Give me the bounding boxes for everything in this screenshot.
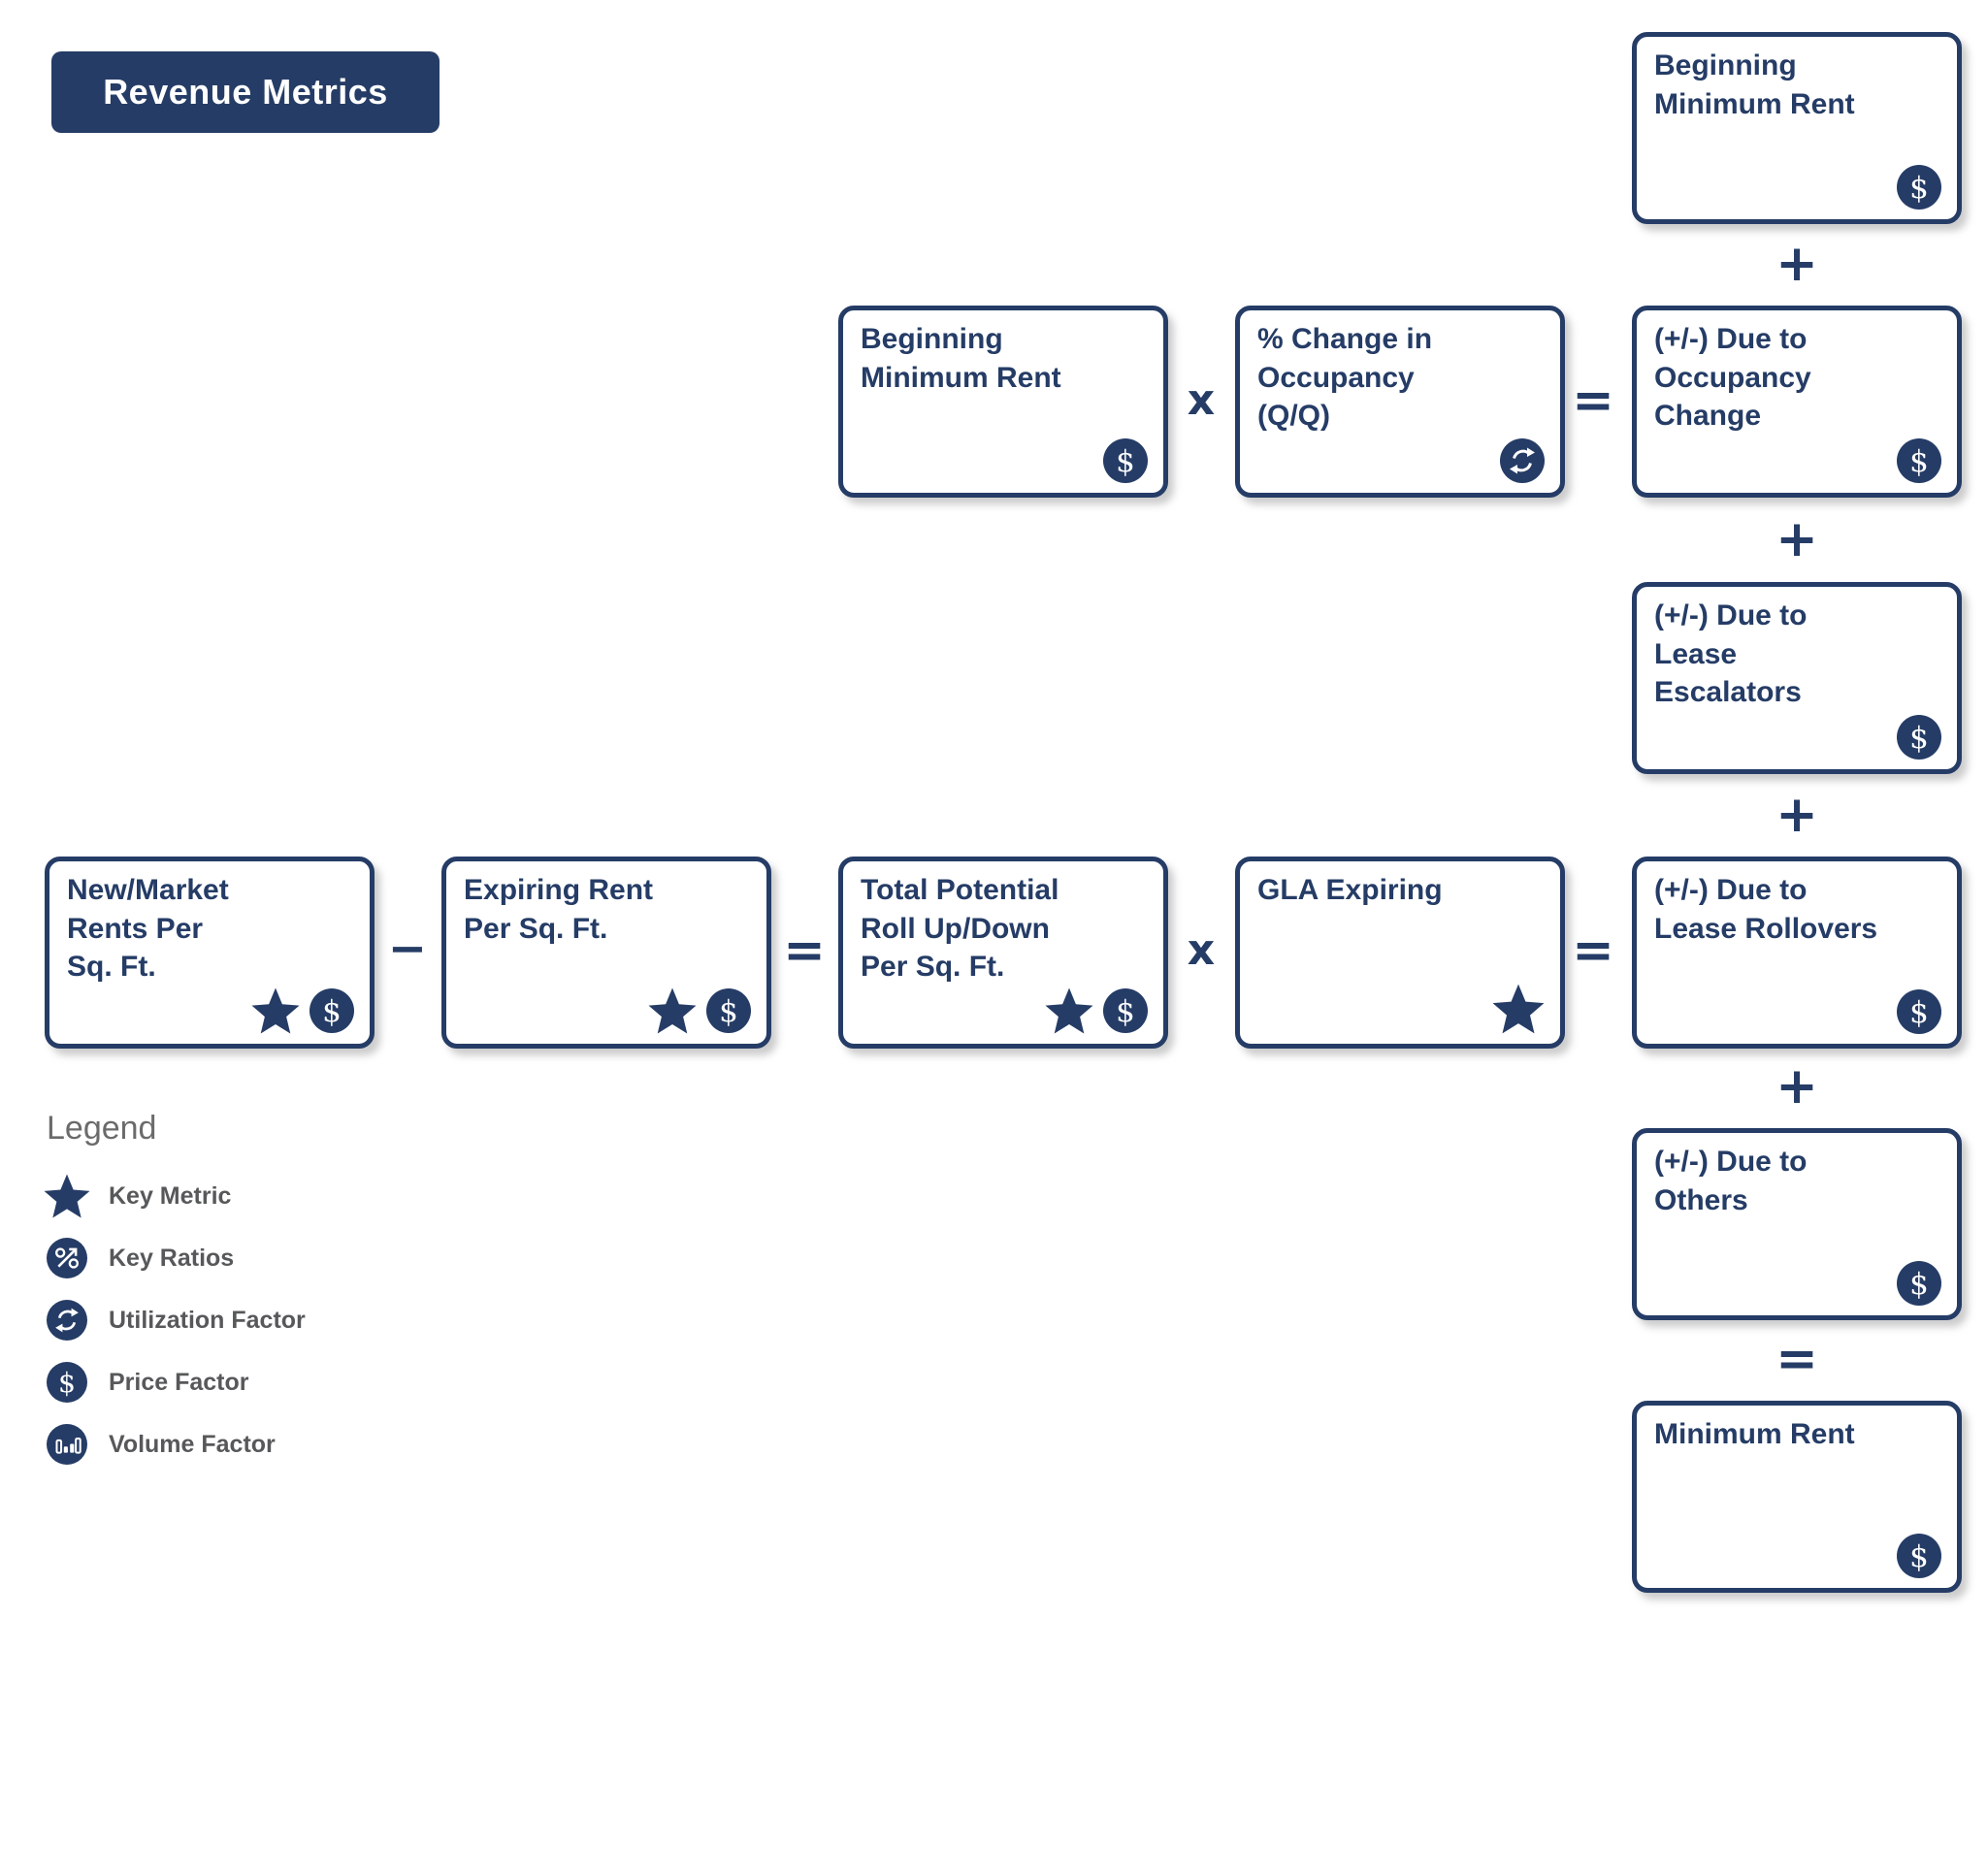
box-total-potential-roll-psf: Total Potential Roll Up/Down Per Sq. Ft. [838, 857, 1168, 1049]
price-factor-dollar-icon [309, 988, 354, 1033]
price-factor-dollar-icon [1103, 988, 1148, 1033]
box-minimum-rent: Minimum Rent [1632, 1401, 1962, 1593]
box-gla-expiring: GLA Expiring [1235, 857, 1565, 1049]
legend-item-label: Key Ratios [109, 1244, 235, 1272]
box-label: % Change in Occupancy (Q/Q) [1257, 323, 1433, 433]
legend-item-price-factor: Price Factor [43, 1351, 306, 1413]
box-pct-change-occupancy: % Change in Occupancy (Q/Q) [1235, 306, 1565, 498]
box-expiring-rent-psf: Expiring Rent Per Sq. Ft. [441, 857, 771, 1049]
box-label: Expiring Rent Per Sq. Ft. [464, 874, 654, 945]
legend-item-label: Price Factor [109, 1368, 249, 1396]
key-metric-star-icon [1045, 987, 1093, 1034]
box-due-to-others: (+/-) Due to Others [1632, 1128, 1962, 1320]
legend-item-label: Volume Factor [109, 1430, 276, 1458]
legend-title: Legend [47, 1110, 157, 1147]
legend-item-label: Utilization Factor [109, 1306, 306, 1334]
box-icon-row [648, 987, 751, 1034]
box-icon-row [1897, 165, 1941, 210]
operator-multiply: x [1187, 375, 1216, 425]
box-label: (+/-) Due to Lease Escalators [1654, 599, 1808, 709]
operator-equals: = [1572, 922, 1614, 980]
box-icon-row [1897, 1534, 1941, 1578]
operator-minus: − [387, 922, 428, 976]
box-label: New/Market Rents Per Sq. Ft. [67, 874, 229, 984]
operator-plus: + [1775, 1057, 1818, 1116]
legend-item-key-ratios: Key Ratios [43, 1227, 306, 1289]
utilization-factor-icon [1500, 438, 1545, 483]
legend: Key Metric Key Ratios Utilization Factor… [43, 1165, 306, 1475]
legend-item-utilization-factor: Utilization Factor [43, 1289, 306, 1351]
box-icon-row [1103, 438, 1148, 483]
price-factor-dollar-icon [1897, 1534, 1941, 1578]
box-icon-row [1897, 438, 1941, 483]
box-beginning-minimum-rent-top: Beginning Minimum Rent [1632, 32, 1962, 224]
box-icon-row [1897, 1261, 1941, 1306]
operator-plus: + [1775, 786, 1818, 844]
price-factor-dollar-icon [706, 988, 751, 1033]
box-icon-row [251, 987, 354, 1034]
box-beginning-minimum-rent: Beginning Minimum Rent [838, 306, 1168, 498]
utilization-factor-icon [43, 1300, 91, 1341]
legend-item-volume-factor: Volume Factor [43, 1413, 306, 1475]
operator-plus: + [1775, 235, 1818, 293]
legend-item-label: Key Metric [109, 1181, 232, 1210]
operator-equals: = [1775, 1330, 1818, 1388]
operator-multiply: x [1187, 925, 1216, 975]
box-icon-row [1897, 989, 1941, 1034]
price-factor-dollar-icon [1897, 438, 1941, 483]
legend-item-key-metric: Key Metric [43, 1165, 306, 1227]
key-metric-star-icon [43, 1174, 91, 1218]
box-label: (+/-) Due to Lease Rollovers [1654, 874, 1878, 945]
key-ratios-percent-icon [43, 1238, 91, 1278]
operator-equals: = [783, 922, 826, 980]
page-title: Revenue Metrics [51, 51, 440, 133]
price-factor-dollar-icon [1897, 715, 1941, 760]
key-metric-star-icon [648, 987, 697, 1034]
box-label: GLA Expiring [1257, 874, 1443, 906]
box-due-to-occupancy-change: (+/-) Due to Occupancy Change [1632, 306, 1962, 498]
price-factor-dollar-icon [43, 1362, 91, 1403]
box-label: (+/-) Due to Others [1654, 1146, 1808, 1216]
volume-factor-bars-icon [43, 1424, 91, 1465]
key-metric-star-icon [1492, 984, 1545, 1034]
price-factor-dollar-icon [1897, 165, 1941, 210]
box-new-market-rents-psf: New/Market Rents Per Sq. Ft. [45, 857, 375, 1049]
box-due-to-lease-rollovers: (+/-) Due to Lease Rollovers [1632, 857, 1962, 1049]
box-icon-row [1500, 438, 1545, 483]
operator-plus: + [1775, 510, 1818, 568]
box-icon-row [1492, 984, 1545, 1034]
box-icon-row [1045, 987, 1148, 1034]
box-icon-row [1897, 715, 1941, 760]
price-factor-dollar-icon [1897, 1261, 1941, 1306]
box-label: Minimum Rent [1654, 1418, 1855, 1450]
box-due-to-lease-escalators: (+/-) Due to Lease Escalators [1632, 582, 1962, 774]
price-factor-dollar-icon [1103, 438, 1148, 483]
key-metric-star-icon [251, 987, 300, 1034]
box-label: Beginning Minimum Rent [861, 323, 1061, 394]
box-label: Beginning Minimum Rent [1654, 49, 1855, 120]
operator-equals: = [1572, 372, 1614, 430]
box-label: Total Potential Roll Up/Down Per Sq. Ft. [861, 874, 1059, 984]
box-label: (+/-) Due to Occupancy Change [1654, 323, 1811, 433]
price-factor-dollar-icon [1897, 989, 1941, 1034]
